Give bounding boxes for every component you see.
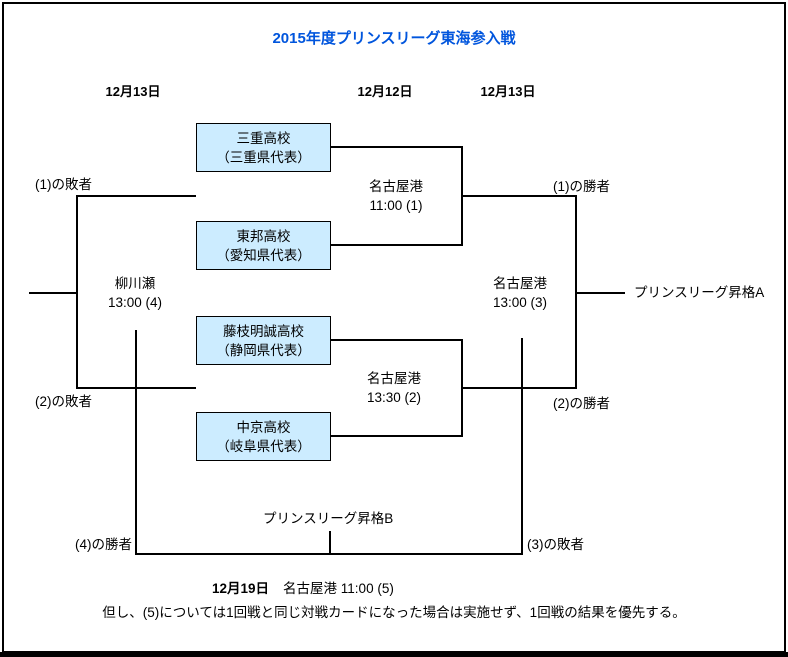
bracket-line	[330, 244, 462, 246]
team-box-toho: 東邦高校 （愛知県代表）	[196, 221, 331, 270]
team-rep: （岐阜県代表）	[216, 438, 311, 454]
bracket-line	[330, 435, 462, 437]
bottom-border-bar	[0, 652, 788, 657]
match-venue: 柳川瀬	[114, 276, 156, 291]
match-3-label: 名古屋港 13:00 (3)	[455, 274, 585, 312]
match-2-label: 名古屋港 13:30 (2)	[329, 369, 459, 407]
match-5-date: 12月19日	[212, 581, 270, 596]
label-loser-2: (2)の敗者	[35, 394, 92, 409]
team-box-fujieda-meisei: 藤枝明誠高校 （静岡県代表）	[196, 316, 331, 365]
team-rep: （静岡県代表）	[216, 342, 311, 358]
team-rep: （三重県代表）	[216, 149, 311, 165]
bracket-line	[76, 195, 78, 389]
match-venue: 名古屋港	[493, 276, 547, 291]
bracket-line	[76, 195, 196, 197]
match-1-label: 名古屋港 11:00 (1)	[331, 177, 461, 215]
date-header-left: 12月13日	[105, 84, 161, 99]
match-5-info: 12月19日名古屋港 11:00 (5)	[212, 577, 394, 597]
bracket-line	[521, 338, 523, 555]
label-promotion-a: プリンスリーグ昇格A	[634, 285, 765, 300]
match-time: 11:00 (1)	[369, 198, 423, 213]
label-promotion-b: プリンスリーグ昇格B	[263, 511, 394, 526]
team-name: 藤枝明誠高校	[223, 323, 304, 339]
match-4-label: 柳川瀬 13:00 (4)	[70, 274, 200, 312]
bracket-line	[461, 387, 577, 389]
match-venue: 名古屋港	[369, 179, 423, 194]
bracket-line	[461, 195, 577, 197]
label-loser-3: (3)の敗者	[527, 537, 584, 552]
bracket-line	[135, 553, 523, 555]
bracket-line	[330, 146, 462, 148]
bracket-line	[135, 330, 137, 555]
match-venue: 名古屋港	[367, 371, 421, 386]
note-text: 但し、(5)については1回戦と同じ対戦カードになった場合は実施せず、1回戦の結果…	[102, 605, 686, 620]
team-box-mie: 三重高校 （三重県代表）	[196, 123, 331, 172]
label-loser-1: (1)の敗者	[35, 177, 92, 192]
team-name: 中京高校	[236, 419, 291, 435]
bracket-line	[330, 339, 462, 341]
date-header-middle: 12月12日	[357, 84, 413, 99]
label-winner-1: (1)の勝者	[553, 179, 610, 194]
team-rep: （愛知県代表）	[216, 247, 311, 263]
team-box-chukyo: 中京高校 （岐阜県代表）	[196, 412, 331, 461]
bracket-line	[329, 531, 331, 553]
date-header-right: 12月13日	[480, 84, 536, 99]
match-time: 13:00 (4)	[107, 295, 163, 310]
match-time: 13:00 (3)	[492, 295, 548, 310]
team-name: 東邦高校	[236, 228, 291, 244]
page-title: 2015年度プリンスリーグ東海参入戦	[272, 30, 516, 47]
label-winner-4: (4)の勝者	[75, 537, 132, 552]
match-5-venue-time: 名古屋港 11:00 (5)	[283, 581, 394, 596]
label-winner-2: (2)の勝者	[553, 396, 610, 411]
match-time: 13:30 (2)	[366, 390, 422, 405]
team-name: 三重高校	[236, 130, 291, 146]
bracket-line	[575, 292, 625, 294]
bracket-line	[29, 292, 76, 294]
